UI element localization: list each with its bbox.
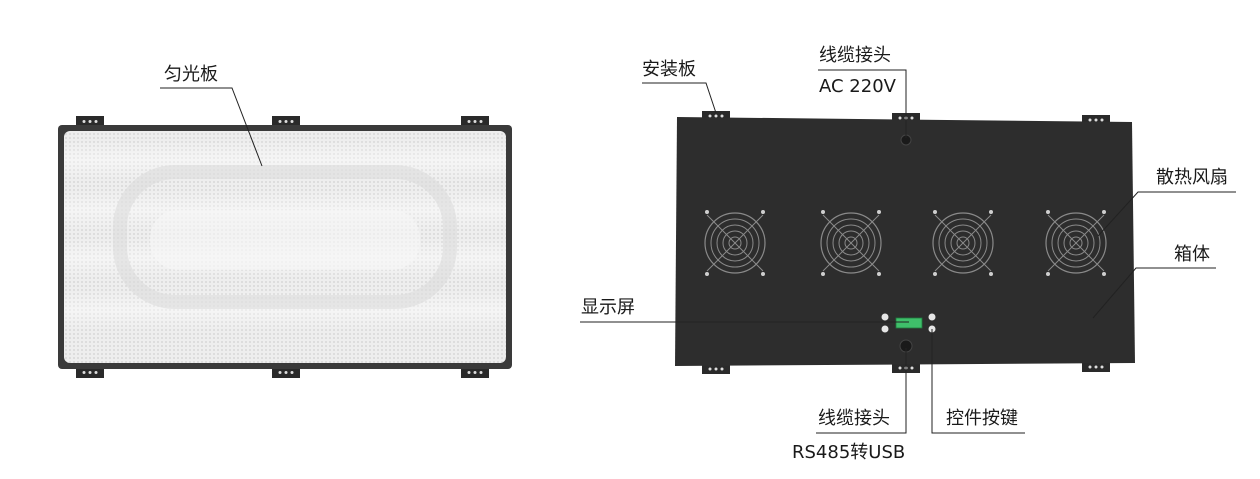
back-view [580, 69, 1236, 434]
cable-connector-bottom-label: 线缆接头 [818, 408, 890, 429]
back-mount-tab-top-right [1082, 115, 1110, 125]
control-buttons-leader-line [931, 329, 1025, 434]
diffuser-label: 匀光板 [164, 64, 218, 85]
cable-bottom-leader-line [816, 348, 907, 434]
control-button-1 [881, 313, 889, 321]
front-mount-tab-bottom-right [461, 367, 489, 378]
cooling-fan-4 [1045, 210, 1107, 276]
front-mount-tab-bottom-center [272, 367, 300, 378]
mounting-plate-leader-line [642, 82, 717, 114]
diffuser-leader-line [160, 87, 263, 167]
control-buttons-label: 控件按键 [946, 408, 1018, 429]
control-button-2 [881, 325, 889, 333]
display-screen [895, 317, 923, 329]
cooling-fan-1 [704, 210, 766, 276]
front-view [58, 87, 512, 378]
cable-connector-top-spec: AC 220V [819, 76, 896, 97]
enclosure-leader-line [1092, 267, 1216, 319]
cable-top-leader-line [818, 69, 907, 138]
enclosure-label: 箱体 [1174, 244, 1210, 265]
cooling-fan-2 [820, 210, 882, 276]
control-button-3 [928, 313, 936, 321]
front-mount-tab-top-center [272, 116, 300, 127]
mounting-plate-label: 安装板 [642, 59, 696, 80]
front-mount-tab-bottom-left [76, 367, 104, 378]
display-label: 显示屏 [581, 297, 635, 318]
cooling-fan-3 [932, 210, 994, 276]
cable-connector-top-label: 线缆接头 [819, 45, 891, 66]
fan-label: 散热风扇 [1156, 167, 1228, 188]
cable-connector-bottom-spec: RS485转USB [792, 442, 906, 463]
back-mount-tab-top-left [702, 111, 730, 121]
front-mount-tab-top-left [76, 116, 104, 127]
back-mount-tab-bottom-right [1082, 362, 1110, 372]
enclosure-body [675, 117, 1135, 366]
fan-leader-line [1097, 191, 1236, 237]
back-mount-tab-bottom-left [702, 364, 730, 374]
front-mount-tab-top-right [461, 116, 489, 127]
